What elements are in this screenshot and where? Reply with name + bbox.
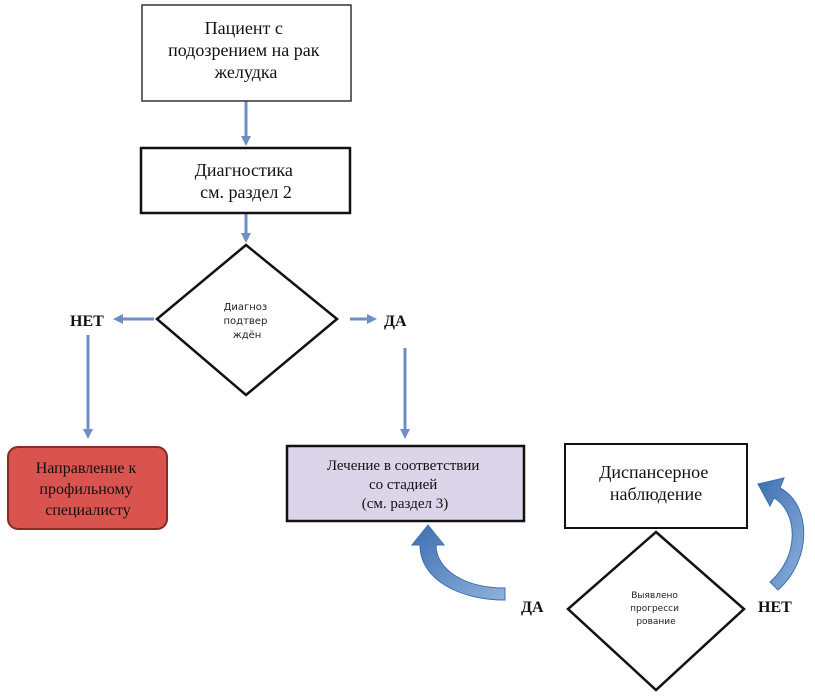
node-followup: [564, 443, 748, 529]
node-diagnostics-text: Диагностика см. раздел 2: [195, 160, 298, 202]
node-referral-text: Направление к профильному специалисту: [36, 460, 141, 519]
node-diagnostics: [139, 146, 352, 215]
curved-arrow-no-to-followup: [757, 477, 805, 591]
node-decision-confirmed: [155, 243, 339, 397]
label-no-left: НЕТ: [70, 313, 104, 330]
node-start: [141, 4, 352, 102]
curved-arrow-yes-to-treatment: [410, 524, 506, 601]
node-treatment: [285, 444, 526, 523]
label-yes-bottom: ДА: [521, 599, 544, 616]
node-treatment-text: Лечение в соответствии со стадией (см. р…: [327, 458, 483, 512]
node-decision-progression: [566, 530, 746, 692]
node-start-text: Пациент с подозрением на рак желудка: [168, 18, 324, 82]
node-referral: [7, 446, 168, 530]
label-yes-right: ДА: [384, 313, 407, 330]
node-decision-progression-text: Выявлено прогресси рование: [630, 591, 682, 627]
node-followup-text: Диспансерное наблюдение: [599, 462, 713, 504]
label-no-bottom: НЕТ: [758, 599, 792, 616]
node-decision-confirmed-text: Диагноз подтвер ждён: [224, 302, 271, 341]
